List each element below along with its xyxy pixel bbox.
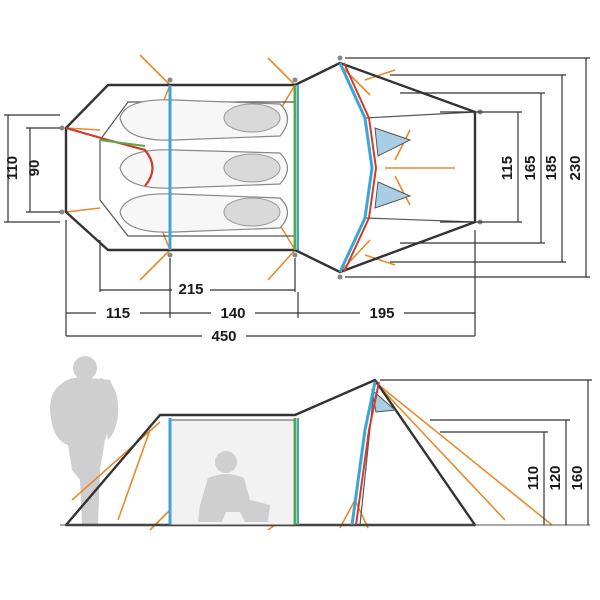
dimension-left-outer: 110 (4, 114, 60, 223)
side-view-window (371, 388, 397, 413)
dim-bedroom-length: 140 (220, 305, 245, 322)
dimension-left-inner: 90 (26, 127, 60, 213)
sitting-person-silhouette (198, 451, 270, 522)
side-view-guy-lines (71, 381, 553, 531)
top-view-pegs (59, 55, 483, 280)
side-view-vestibule-edge (359, 379, 376, 526)
dim-sleeping-length: 215 (178, 281, 203, 298)
top-view: 110 90 115 165 185 230 (4, 54, 590, 345)
dim-rear-165: 165 (522, 155, 539, 180)
dim-rear-230: 230 (567, 155, 584, 180)
top-view-windows (374, 127, 412, 209)
top-view-poles (65, 62, 378, 273)
dimension-total-length: 450 (66, 324, 475, 345)
top-view-sleeper-pillows (223, 103, 281, 227)
side-view-poles (168, 381, 380, 526)
side-view: 110 120 160 (50, 356, 592, 531)
dim-side-120: 120 (547, 465, 564, 490)
dimension-sleeping-length: 215 (99, 240, 296, 298)
side-dimensions: 110 120 160 (380, 379, 592, 525)
dim-vestibule-rear: 195 (369, 305, 394, 322)
dim-total-length: 450 (211, 328, 236, 345)
standing-person-silhouette (50, 356, 119, 525)
dim-outer-height: 110 (4, 156, 21, 180)
dimension-segments: 115 140 195 (65, 220, 476, 336)
dim-rear-115: 115 (499, 156, 516, 180)
dim-rear-185: 185 (543, 155, 560, 180)
dim-vestibule-front: 115 (106, 305, 130, 322)
dimension-right-set: 115 165 185 230 (345, 57, 590, 278)
top-view-guy-lines (65, 54, 455, 281)
dim-inner-height: 90 (26, 160, 43, 177)
dim-side-110: 110 (525, 466, 542, 490)
dim-side-160: 160 (569, 465, 586, 490)
